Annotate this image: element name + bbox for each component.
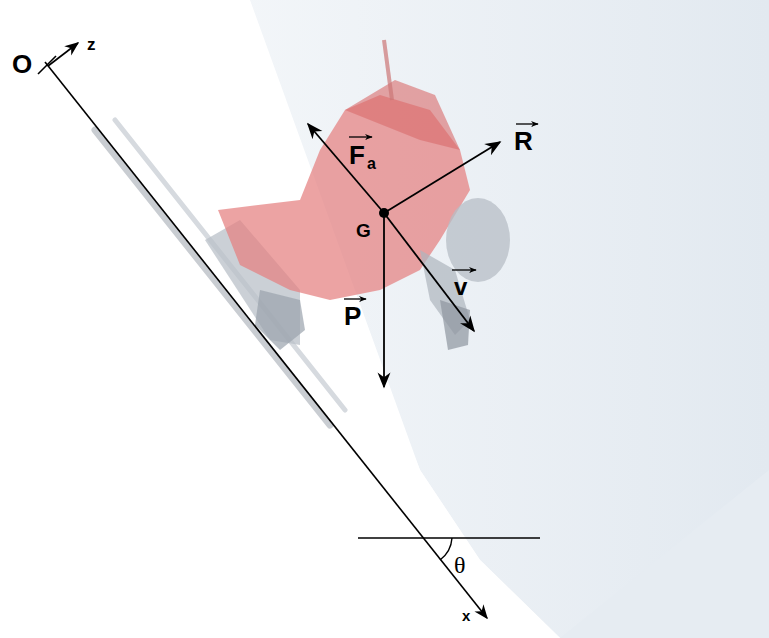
force-subscript: a [367, 156, 376, 172]
axis-label: x [462, 608, 470, 623]
force-label: F [349, 142, 365, 168]
skier-helmet [446, 198, 510, 282]
origin-tick [38, 56, 56, 74]
skier-back [345, 80, 460, 150]
force-label: R [514, 128, 533, 154]
weight-vector [383, 213, 385, 387]
horizontal-line [358, 537, 540, 538]
origin-label: O [12, 51, 32, 77]
point-label: G [356, 221, 371, 240]
vector-accent [452, 269, 476, 270]
z-axis [48, 43, 78, 66]
drag-vector [308, 124, 384, 213]
vector-accent [516, 123, 538, 124]
reaction-vector [384, 142, 500, 213]
x-axis [45, 62, 487, 618]
vector-accent [344, 298, 366, 299]
skier-boot [255, 290, 305, 350]
velocity-label: v [454, 275, 467, 299]
center-of-mass [379, 208, 389, 218]
velocity-vector [384, 213, 474, 331]
ski-pole [384, 40, 392, 100]
vector-accent [349, 136, 372, 137]
slope-snow [60, 0, 560, 638]
force-label: P [344, 303, 361, 329]
axis-label: z [87, 36, 96, 53]
angle-label: θ [454, 553, 466, 577]
angle-arc [440, 538, 452, 560]
mountain [560, 470, 769, 638]
